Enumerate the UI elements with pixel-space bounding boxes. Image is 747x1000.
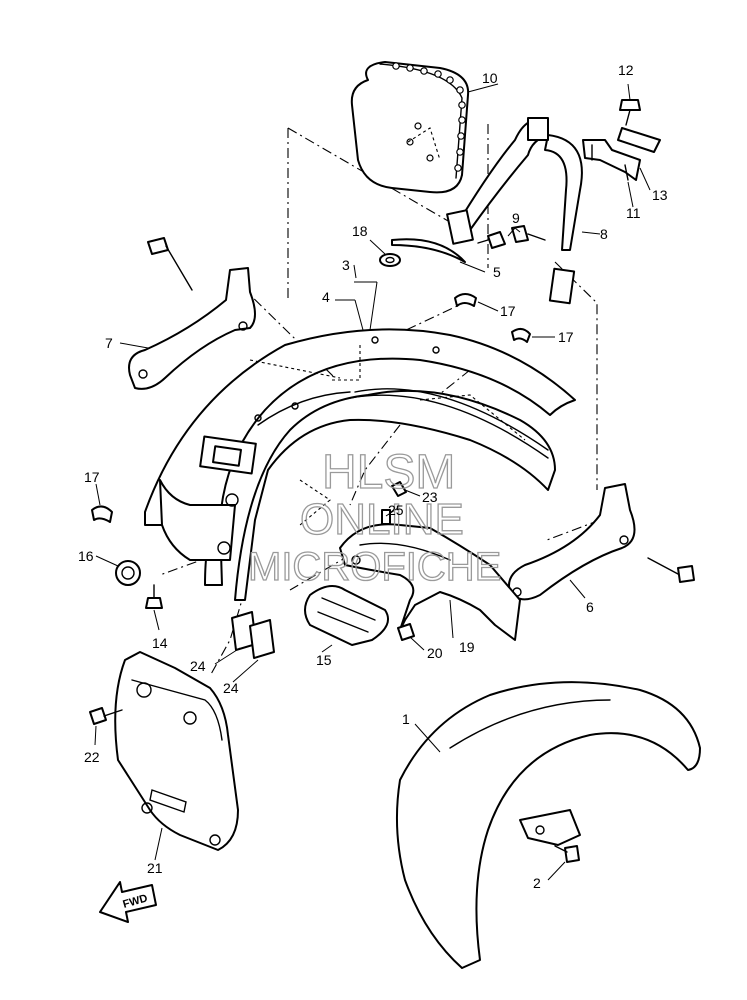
callout-14[interactable]: 14 (152, 635, 168, 651)
callout-7[interactable]: 7 (105, 335, 113, 351)
reflector-24b[interactable] (249, 619, 275, 659)
backrest-frame[interactable] (446, 117, 583, 305)
bolt-22[interactable] (89, 707, 123, 725)
callout-4[interactable]: 4 (322, 289, 330, 305)
bolt-12[interactable] (619, 99, 641, 126)
callout-24a[interactable]: 24 (190, 658, 206, 674)
callout-5[interactable]: 5 (493, 264, 501, 280)
callout-24b[interactable]: 24 (223, 680, 239, 696)
callout-6[interactable]: 6 (586, 599, 594, 615)
grommet-17b[interactable] (511, 328, 531, 343)
callout-22[interactable]: 22 (84, 749, 100, 765)
callout-9[interactable]: 9 (512, 210, 520, 226)
bolt-7[interactable] (147, 237, 193, 291)
callouts: 1 2 3 4 5 6 7 8 9 10 11 12 13 14 15 16 1… (78, 62, 668, 891)
watermark-line1: HLSM (322, 446, 455, 499)
callout-19[interactable]: 19 (459, 639, 475, 655)
rear-fender[interactable] (144, 328, 576, 601)
watermark-line2: ONLINE (300, 495, 464, 544)
callout-17a[interactable]: 17 (500, 303, 516, 319)
fwd-arrow-icon: FWD (99, 881, 157, 923)
clip-25[interactable] (381, 509, 391, 525)
grommet-17c[interactable] (91, 505, 113, 523)
bolt-20[interactable] (397, 623, 415, 641)
callout-13[interactable]: 13 (652, 187, 668, 203)
callout-17b[interactable]: 17 (558, 329, 574, 345)
washer[interactable] (379, 253, 401, 267)
bolt-9a[interactable] (477, 231, 506, 249)
watermark-line3: MICROFICHE (248, 545, 501, 589)
callout-23[interactable]: 23 (422, 489, 438, 505)
bolt-9b[interactable] (511, 225, 546, 243)
callout-21[interactable]: 21 (147, 860, 163, 876)
bolt-2[interactable] (554, 845, 580, 863)
bolt-6[interactable] (647, 557, 695, 583)
license-bracket[interactable] (339, 523, 521, 641)
callout-16[interactable]: 16 (78, 548, 94, 564)
callout-3[interactable]: 3 (342, 257, 350, 273)
callout-11[interactable]: 11 (626, 205, 641, 221)
grommet-16[interactable] (115, 560, 141, 586)
callout-15[interactable]: 15 (316, 652, 332, 668)
callout-8[interactable]: 8 (600, 226, 608, 242)
license-lamp-lens[interactable] (304, 585, 389, 646)
backrest-bracket[interactable] (582, 139, 641, 181)
backrest-pad[interactable] (350, 61, 470, 194)
callout-25[interactable]: 25 (388, 502, 404, 518)
callout-12[interactable]: 12 (618, 62, 634, 78)
callout-2[interactable]: 2 (533, 875, 541, 891)
damper-pad[interactable] (617, 127, 661, 153)
leader-lines (94, 83, 651, 881)
watermark: HLSM ONLINE MICROFICHE (247, 445, 502, 589)
callout-1[interactable]: 1 (402, 711, 410, 727)
side-cover[interactable] (114, 651, 239, 851)
callout-10[interactable]: 10 (482, 70, 498, 86)
clip-23[interactable] (391, 481, 407, 497)
trim-strip[interactable] (391, 238, 466, 263)
grab-rail-left[interactable] (128, 267, 256, 390)
grommet-17a[interactable] (454, 293, 477, 307)
bolt-14[interactable] (145, 584, 163, 609)
callout-20[interactable]: 20 (427, 645, 443, 661)
front-fender[interactable] (395, 681, 701, 969)
callout-17c[interactable]: 17 (84, 469, 100, 485)
callout-18[interactable]: 18 (352, 223, 368, 239)
